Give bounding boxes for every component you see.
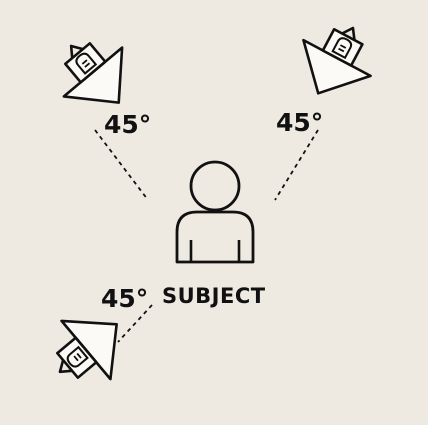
beam-line-top-right [274, 129, 319, 201]
angle-label-top-right: 45° [276, 108, 324, 137]
person-icon [175, 160, 255, 264]
angle-label-bottom-left: 45° [101, 284, 149, 313]
light-fixture-icon [283, 8, 388, 113]
angle-label-top-left: 45° [104, 110, 152, 139]
beam-line-bottom-left [117, 304, 153, 343]
subject-label: SUBJECT [162, 284, 266, 308]
beam-line-top-left [94, 129, 149, 201]
